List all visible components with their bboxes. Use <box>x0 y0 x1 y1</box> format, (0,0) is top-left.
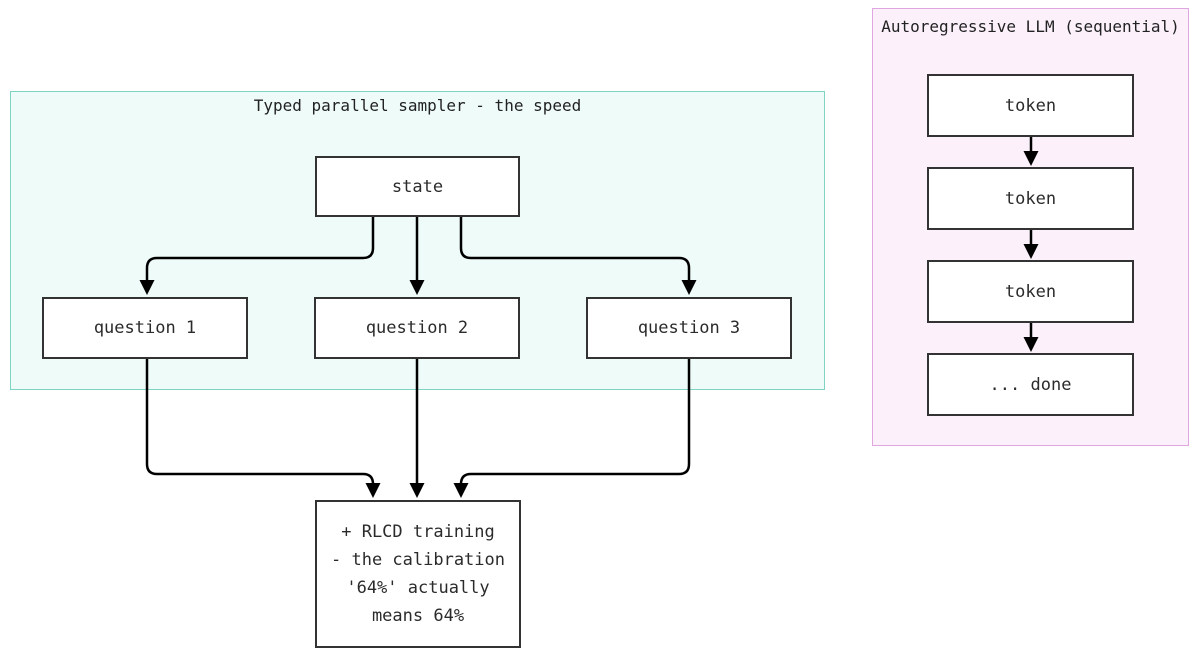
question-2-node: question 2 <box>314 297 520 359</box>
question-1-node: question 1 <box>42 297 248 359</box>
edge-q1-to-result <box>145 359 381 498</box>
token-node-1: token <box>927 74 1134 137</box>
parallel-sampler-title: Typed parallel sampler - the speed <box>253 96 582 115</box>
rlcd-training-node: + RLCD training - the calibration '64%' … <box>315 500 521 648</box>
edge-state-to-q1 <box>139 217 375 295</box>
edge-q3-to-result <box>453 359 691 498</box>
edge-state-to-q3 <box>459 217 697 295</box>
state-node: state <box>315 156 520 217</box>
token-node-2: token <box>927 167 1134 230</box>
rlcd-line-3: '64%' actually <box>346 578 490 598</box>
token-node-3: token <box>927 260 1134 323</box>
done-node: ... done <box>927 353 1134 416</box>
rlcd-line-4: means 64% <box>371 606 465 626</box>
question-3-node: question 3 <box>586 297 792 359</box>
rlcd-line-1: + RLCD training <box>341 522 495 542</box>
rlcd-line-2: - the calibration <box>331 550 505 570</box>
autoregressive-llm-title: Autoregressive LLM (sequential) <box>881 17 1180 36</box>
